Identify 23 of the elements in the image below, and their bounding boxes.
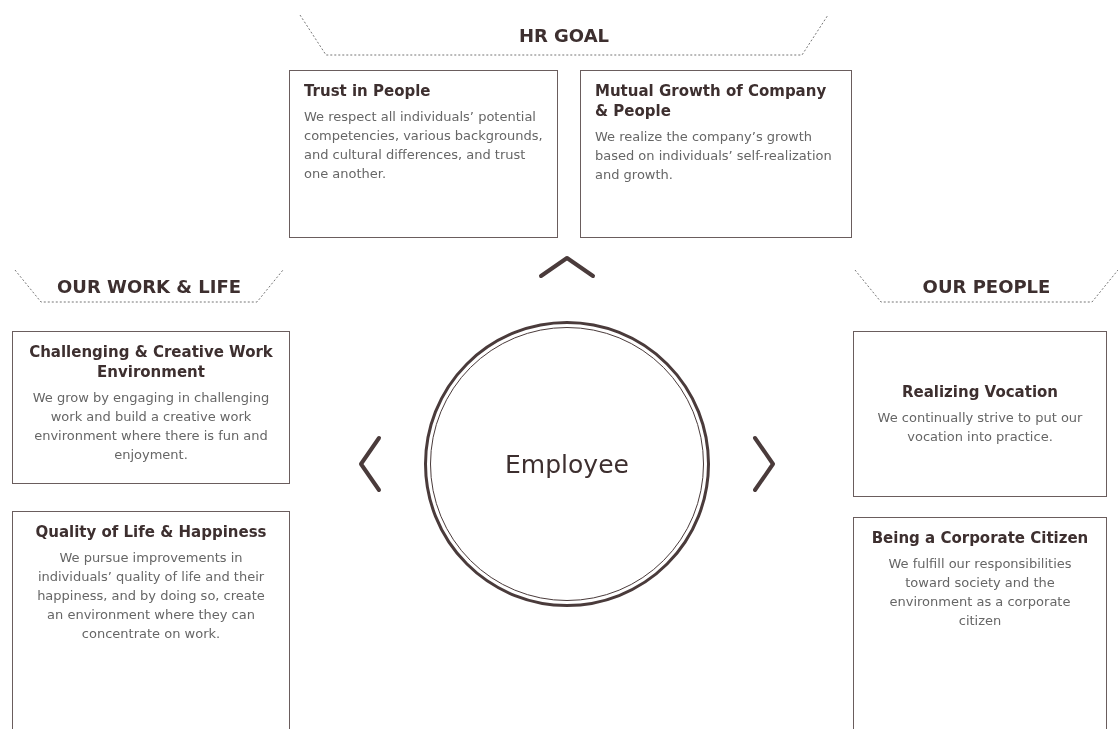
card-description: We fulfill our responsibilities toward society and the environment as a corporate citizen — [887, 555, 1073, 630]
circle-label: Employee — [505, 449, 629, 479]
card-title: Realizing Vocation — [900, 382, 1059, 402]
card-description: We pursue improvements in individuals’ quality of life and their happiness, and by doing so, create an environment where they can concentrate on work. — [36, 549, 266, 643]
value-card — [853, 331, 1107, 497]
heading-text: HR GOAL — [518, 24, 610, 46]
card-description: We realize the company’s growth based on individuals’ self-realization and growth. — [595, 128, 833, 184]
card-title: Challenging & Creative Work Environment — [28, 342, 274, 382]
card-description: We continually strive to put our vocation into practice. — [876, 409, 1084, 446]
card-description: We respect all individuals’ potential competencies, various backgrounds, and cultural differences, and trust one another. — [304, 108, 543, 183]
card-title: Trust in People — [304, 81, 432, 101]
card-title: Quality of Life & Happiness — [34, 522, 268, 542]
heading-text: OUR WORK & LIFE — [57, 275, 241, 297]
heading-text: OUR PEOPLE — [922, 275, 1051, 297]
card-title: Being a Corporate Citizen — [870, 528, 1090, 548]
value-card — [289, 70, 558, 238]
center-circle — [424, 321, 710, 607]
value-card — [853, 517, 1107, 729]
card-description: We grow by engaging in challenging work and build a creative work environment where there is fun and enjoyment. — [31, 389, 271, 464]
value-card — [12, 511, 290, 729]
value-card — [580, 70, 852, 238]
value-card — [12, 331, 290, 484]
card-title: Mutual Growth of Company & People — [595, 81, 828, 121]
